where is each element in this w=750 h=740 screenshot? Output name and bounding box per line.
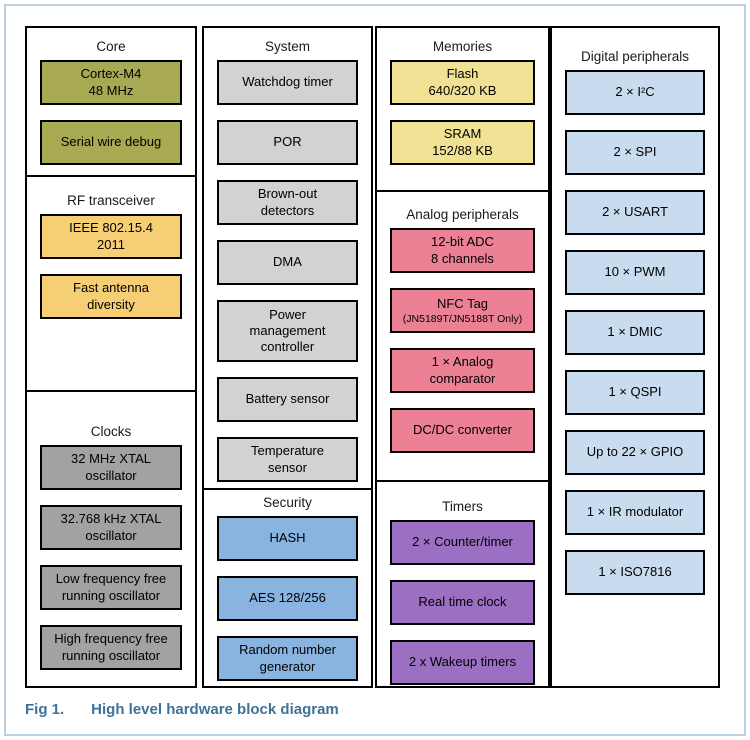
section-title-core: Core bbox=[96, 39, 126, 54]
block-real-time-clock: Real time clock bbox=[390, 580, 535, 625]
block-sublabel: (JN5189T/JN5188T Only) bbox=[402, 312, 523, 325]
block-32-mhz-xtal-oscillator: 32 MHz XTAL oscillator bbox=[40, 445, 182, 490]
block-label: 2 × I²C bbox=[615, 84, 655, 100]
block-power-management-controller: Power management controller bbox=[217, 300, 358, 362]
figure-number: Fig 1. bbox=[25, 701, 65, 718]
block-watchdog-timer: Watchdog timer bbox=[217, 60, 358, 105]
block-label: DC/DC converter bbox=[413, 422, 512, 438]
block-label: Cortex-M4 48 MHz bbox=[80, 66, 142, 98]
block-label: Random number generator bbox=[239, 642, 336, 674]
block-label: Temperature sensor bbox=[251, 443, 324, 475]
block-up-to-22-gpio: Up to 22 × GPIO bbox=[565, 430, 705, 475]
block-label: NFC Tag bbox=[436, 295, 489, 311]
figure-caption: Fig 1. High level hardware block diagram bbox=[25, 701, 339, 718]
section-title-analog-peripherals: Analog peripherals bbox=[406, 207, 519, 222]
block-2-i-c: 2 × I²C bbox=[565, 70, 705, 115]
block-temperature-sensor: Temperature sensor bbox=[217, 437, 358, 482]
section-digital-peripherals: Digital peripherals 2 × I²C 2 × SPI 2 × USA… bbox=[552, 28, 718, 688]
block-label: Battery sensor bbox=[245, 391, 330, 407]
block-label: 2 × USART bbox=[602, 204, 668, 220]
column-digital-peripherals: Digital peripherals 2 × I²C 2 × SPI 2 × USA… bbox=[550, 26, 720, 688]
block-label: 10 × PWM bbox=[604, 264, 666, 280]
block-1-iso7816: 1 × ISO7816 bbox=[565, 550, 705, 595]
block-aes-128-256: AES 128/256 bbox=[217, 576, 358, 621]
block-10-pwm: 10 × PWM bbox=[565, 250, 705, 295]
section-title-rf-transceiver: RF transceiver bbox=[67, 193, 155, 208]
block-label: 1 × DMIC bbox=[607, 324, 663, 340]
block-battery-sensor: Battery sensor bbox=[217, 377, 358, 422]
block-1-ir-modulator: 1 × IR modulator bbox=[565, 490, 705, 535]
section-title-memories: Memories bbox=[432, 39, 493, 54]
block-high-frequency-free-running-oscillator: High frequency free running oscillator bbox=[40, 625, 182, 670]
block-label: 1 × ISO7816 bbox=[598, 564, 672, 580]
block-label: SRAM 152/88 KB bbox=[432, 126, 493, 158]
block-random-number-generator: Random number generator bbox=[217, 636, 358, 681]
block-dma: DMA bbox=[217, 240, 358, 285]
block-label: 1 × QSPI bbox=[608, 384, 662, 400]
section-title-system: System bbox=[264, 39, 310, 54]
block-label: 2 × SPI bbox=[613, 144, 657, 160]
section-title-security: Security bbox=[263, 495, 312, 510]
block-2-x-wakeup-timers: 2 x Wakeup timers bbox=[390, 640, 535, 685]
block-label: HASH bbox=[269, 530, 306, 546]
block-label: Fast antenna diversity bbox=[73, 280, 149, 312]
section-title-digital-peripherals: Digital peripherals bbox=[580, 49, 690, 64]
block-label: Up to 22 × GPIO bbox=[586, 444, 684, 460]
block-label: AES 128/256 bbox=[249, 590, 326, 606]
block-label: DMA bbox=[273, 254, 302, 270]
block-label: High frequency free running oscillator bbox=[54, 631, 168, 663]
block-cortex-m4-48-mhz: Cortex-M4 48 MHz bbox=[40, 60, 182, 105]
block-label: 32.768 kHz XTAL oscillator bbox=[60, 511, 162, 543]
block-32-768-khz-xtal-oscillator: 32.768 kHz XTAL oscillator bbox=[40, 505, 182, 550]
block-label: Serial wire debug bbox=[60, 134, 162, 150]
block-label: IEEE 802.15.4 2011 bbox=[69, 220, 153, 252]
block-ieee-802-15-4-2011: IEEE 802.15.4 2011 bbox=[40, 214, 182, 259]
section-title-timers: Timers bbox=[442, 499, 483, 514]
section-clocks: Clocks 32 MHz XTAL oscillator 32.768 kHz X… bbox=[27, 390, 195, 688]
block-2-counter-timer: 2 × Counter/timer bbox=[390, 520, 535, 565]
block-nfc-tag: NFC Tag(JN5189T/JN5188T Only) bbox=[390, 288, 535, 333]
block-1-qspi: 1 × QSPI bbox=[565, 370, 705, 415]
block-label: Low frequency free running oscillator bbox=[55, 571, 167, 603]
block-label: Real time clock bbox=[418, 594, 507, 610]
block-label: 1 × IR modulator bbox=[586, 504, 684, 520]
block-hash: HASH bbox=[217, 516, 358, 561]
block-label: 12-bit ADC 8 channels bbox=[431, 234, 494, 266]
block-serial-wire-debug: Serial wire debug bbox=[40, 120, 182, 165]
block-12-bit-adc-8-channels: 12-bit ADC 8 channels bbox=[390, 228, 535, 273]
block-label: POR bbox=[273, 134, 302, 150]
block-label: Brown-out detectors bbox=[257, 186, 318, 218]
block-label: Power management controller bbox=[249, 306, 326, 355]
block-label: 32 MHz XTAL oscillator bbox=[71, 451, 151, 483]
block-flash-640-320-kb: Flash 640/320 KB bbox=[390, 60, 535, 105]
block-dc-dc-converter: DC/DC converter bbox=[390, 408, 535, 453]
block-label: 2 x Wakeup timers bbox=[408, 654, 517, 670]
block-sram-152-88-kb: SRAM 152/88 KB bbox=[390, 120, 535, 165]
block-label: 2 × Counter/timer bbox=[412, 534, 513, 550]
section-title-clocks: Clocks bbox=[90, 424, 132, 439]
block-label: Watchdog timer bbox=[242, 74, 333, 90]
block-2-spi: 2 × SPI bbox=[565, 130, 705, 175]
block-label: 1 × Analog comparator bbox=[429, 354, 496, 386]
block-fast-antenna-diversity: Fast antenna diversity bbox=[40, 274, 182, 319]
block-por: POR bbox=[217, 120, 358, 165]
block-label: Flash 640/320 KB bbox=[428, 66, 497, 98]
figure-title: High level hardware block diagram bbox=[91, 701, 339, 718]
block-1-analog-comparator: 1 × Analog comparator bbox=[390, 348, 535, 393]
block-brown-out-detectors: Brown-out detectors bbox=[217, 180, 358, 225]
block-low-frequency-free-running-oscillator: Low frequency free running oscillator bbox=[40, 565, 182, 610]
block-1-dmic: 1 × DMIC bbox=[565, 310, 705, 355]
block-2-usart: 2 × USART bbox=[565, 190, 705, 235]
